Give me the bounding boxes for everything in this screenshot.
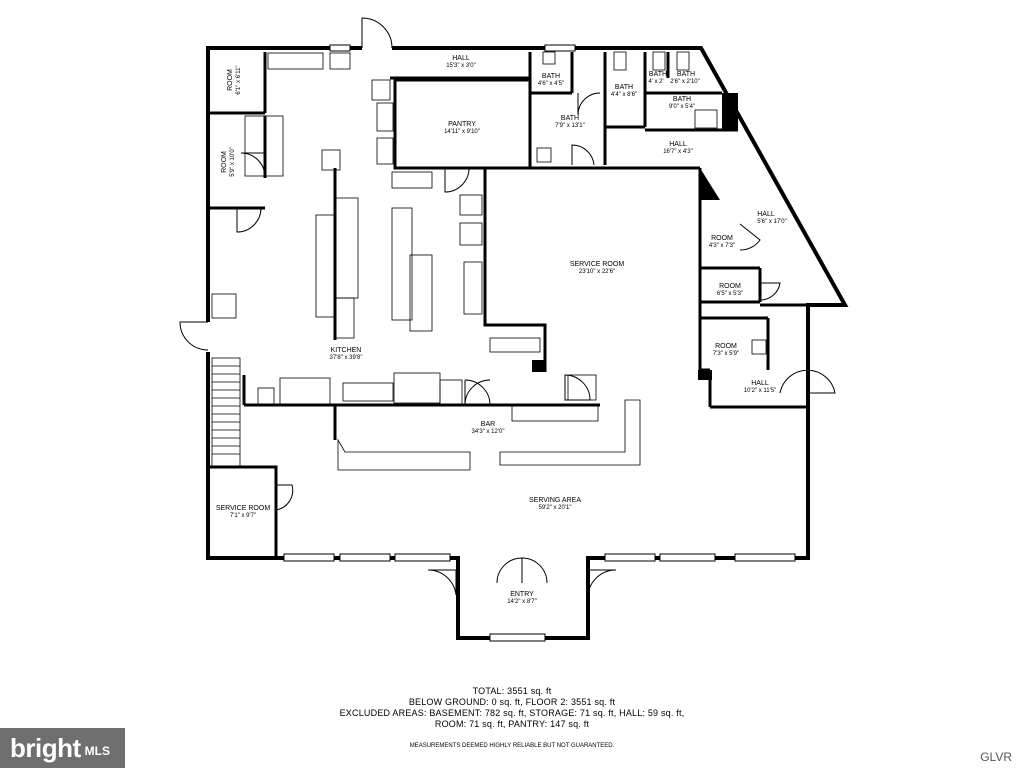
room-name: BATH: [649, 71, 667, 78]
room-name: BATH: [677, 71, 695, 78]
room-dims: 4'4" x 8'6": [611, 92, 637, 98]
room-dims: 7'9" x 13'1": [555, 123, 585, 129]
room-name: KITCHEN: [331, 347, 362, 354]
area-summary: TOTAL: 3551 sq. ft BELOW GROUND: 0 sq. f…: [300, 686, 724, 730]
room-labels: HALL 15'3" x 3'0" PANTRY 14'11" x 9'10" …: [216, 55, 787, 605]
brand-name: bright: [10, 732, 81, 763]
watermark: GLVR: [980, 750, 1012, 764]
brand-suffix: MLS: [84, 744, 110, 758]
room-name: ENTRY: [510, 591, 534, 598]
room-dims: 5'6" x 17'0": [757, 219, 787, 225]
summary-excluded: EXCLUDED AREAS: BASEMENT: 782 sq. ft, ST…: [339, 708, 685, 718]
room-dims: 5'9" x 10'0": [230, 147, 236, 177]
room-name: HALL: [751, 380, 769, 387]
room-name: ROOM: [221, 151, 228, 173]
summary-total: TOTAL: 3551 sq. ft: [472, 686, 552, 696]
room-dims: 7'1" x 9'7": [230, 513, 256, 519]
room-dims: 15'3" x 3'0": [446, 63, 476, 69]
fixtures: [211, 51, 767, 471]
room-dims: 6'1" x 6'11": [236, 65, 242, 94]
room-name: BAR: [481, 421, 495, 428]
room-name: ROOM: [719, 283, 741, 290]
disclaimer: MEASUREMENTS DEEMED HIGHLY RELIABLE BUT …: [409, 743, 615, 749]
room-dims: 34'3" x 12'0": [472, 429, 505, 435]
doors: [179, 17, 836, 596]
room-dims: 10'2" x 11'5": [744, 388, 776, 394]
room-dims: 7'3" x 5'9": [713, 351, 739, 357]
summary-excluded-cont: ROOM: 71 sq. ft, PANTRY: 147 sq. ft: [434, 719, 590, 729]
room-name: HALL: [757, 211, 775, 218]
room-dims: 4'6" x 4'5": [538, 81, 564, 87]
room-name: SERVING AREA: [529, 497, 581, 504]
room-name: BATH: [673, 96, 691, 103]
room-name: PANTRY: [448, 121, 476, 128]
room-dims: 16'7" x 4'3": [663, 149, 693, 155]
wall-fills: [532, 93, 738, 380]
room-dims: 2'6" x 2'10": [670, 79, 700, 85]
room-name: BATH: [615, 84, 633, 91]
room-name: SERVICE ROOM: [570, 261, 624, 268]
room-dims: 6'5" x 5'3": [717, 291, 743, 297]
room-name: HALL: [452, 55, 470, 62]
room-name: BATH: [542, 73, 560, 80]
room-dims: 14'2" x 8'7": [507, 599, 537, 605]
windows: [283, 44, 796, 642]
room-name: ROOM: [227, 69, 234, 91]
room-name: ROOM: [711, 235, 733, 242]
exterior-walls: [206, 46, 849, 640]
room-name: BATH: [561, 115, 579, 122]
room-dims: 9'0" x 5'4": [669, 104, 695, 110]
room-dims: 4' x 2': [648, 79, 663, 85]
brand-logo: bright MLS: [0, 728, 125, 768]
room-dims: 37'8" x 39'8": [330, 355, 363, 361]
room-dims: 23'10" x 22'6": [579, 269, 615, 275]
room-name: SERVICE ROOM: [216, 505, 270, 512]
summary-floors: BELOW GROUND: 0 sq. ft, FLOOR 2: 3551 sq…: [408, 697, 616, 707]
room-dims: 59'2" x 20'1": [539, 505, 572, 511]
room-name: HALL: [669, 141, 687, 148]
room-dims: 14'11" x 9'10": [444, 129, 480, 135]
room-dims: 4'3" x 7'3": [709, 243, 735, 249]
room-name: ROOM: [715, 343, 737, 350]
stairs: [211, 357, 241, 467]
interior-walls: [208, 52, 808, 558]
